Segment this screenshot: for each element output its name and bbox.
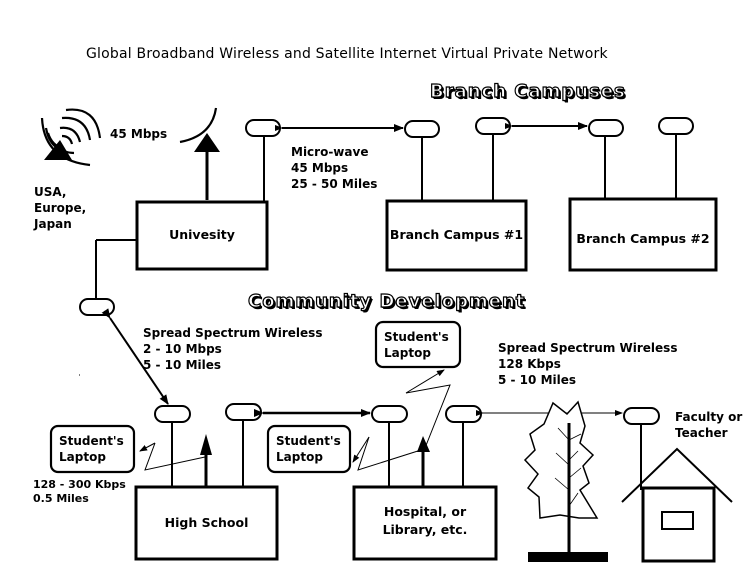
microwave-speed: 45 Mbps xyxy=(291,161,349,175)
laptop-left-signal xyxy=(144,442,206,471)
laptop-link-label: 128 - 300 Kbps 0.5 Miles xyxy=(33,478,126,506)
laptop-link-range: 0.5 Miles xyxy=(33,492,89,505)
spread-faculty-type: Spread Spectrum Wireless xyxy=(498,341,678,355)
region-europe: Europe, xyxy=(34,201,87,215)
laptop-top-line2: Laptop xyxy=(384,346,431,360)
laptop-top-label: Student's Laptop xyxy=(384,329,449,361)
region-japan: Japan xyxy=(34,217,72,231)
branch-campus-2-box xyxy=(568,197,718,272)
laptop-top-box xyxy=(374,320,462,369)
satellite-speed-label: 45 Mbps xyxy=(110,127,168,141)
spread-school-link xyxy=(101,308,169,405)
hospital-line1: Hospital, or xyxy=(383,504,467,519)
region-usa: USA, xyxy=(34,185,67,199)
branch-campus-1-box xyxy=(385,199,528,272)
university-dish-icon xyxy=(179,107,220,200)
spread-faculty-label: Spread Spectrum Wireless 128 Kbps 5 - 10… xyxy=(498,340,677,388)
diagram-title: Global Broadband Wireless and Satellite … xyxy=(86,46,608,62)
hospital-box xyxy=(352,485,498,561)
community-development-heading: Community Development xyxy=(247,290,526,312)
laptop-left-line1: Student's xyxy=(59,434,124,448)
university-label: Univesity xyxy=(169,227,235,242)
spread-school-range: 5 - 10 Miles xyxy=(143,358,222,372)
microwave-label: Micro-wave 45 Mbps 25 - 50 Miles xyxy=(291,144,377,192)
laptop-mid-label: Student's Laptop xyxy=(276,433,341,465)
faculty-line2: Teacher xyxy=(675,426,728,440)
spread-school-speed: 2 - 10 Mbps xyxy=(143,342,222,356)
high-school-box xyxy=(134,485,279,561)
faculty-label: Faculty or Teacher xyxy=(675,409,742,441)
branch-campuses-heading: Branch Campuses xyxy=(429,80,626,102)
laptop-mid-line2: Laptop xyxy=(276,450,323,464)
hospital-line2: Library, etc. xyxy=(382,522,468,537)
laptop-left-box xyxy=(49,424,136,474)
high-school-label: High School xyxy=(164,515,249,530)
microwave-range: 25 - 50 Miles xyxy=(291,177,378,191)
spread-school-label: Spread Spectrum Wireless 2 - 10 Mbps 5 -… xyxy=(143,325,322,373)
laptop-left-label: Student's Laptop xyxy=(59,433,124,465)
laptop-left-line2: Laptop xyxy=(59,450,106,464)
house-icon xyxy=(621,447,733,563)
spread-school-type: Spread Spectrum Wireless xyxy=(143,326,323,340)
branch-campus-1-label: Branch Campus #1 xyxy=(389,227,524,242)
laptop-mid-signal xyxy=(357,436,422,471)
university-box xyxy=(135,200,269,271)
satellite-regions-label: USA, Europe, Japan xyxy=(34,184,86,232)
spread-faculty-range: 5 - 10 Miles xyxy=(498,373,577,387)
laptop-link-speed: 128 - 300 Kbps xyxy=(33,478,126,491)
faculty-line1: Faculty or xyxy=(675,410,743,424)
tree-icon xyxy=(523,400,608,562)
satellite-dish-icon xyxy=(40,108,102,167)
spread-faculty-speed: 128 Kbps xyxy=(498,357,561,371)
hospital-label: Hospital, or Library, etc. xyxy=(354,503,496,539)
branch-campus-2-label: Branch Campus #2 xyxy=(576,231,710,246)
laptop-mid-line1: Student's xyxy=(276,434,341,448)
laptop-top-line1: Student's xyxy=(384,330,449,344)
laptop-mid-box xyxy=(266,424,352,474)
laptop-top-signal xyxy=(405,384,451,449)
microwave-type: Micro-wave xyxy=(291,145,369,159)
